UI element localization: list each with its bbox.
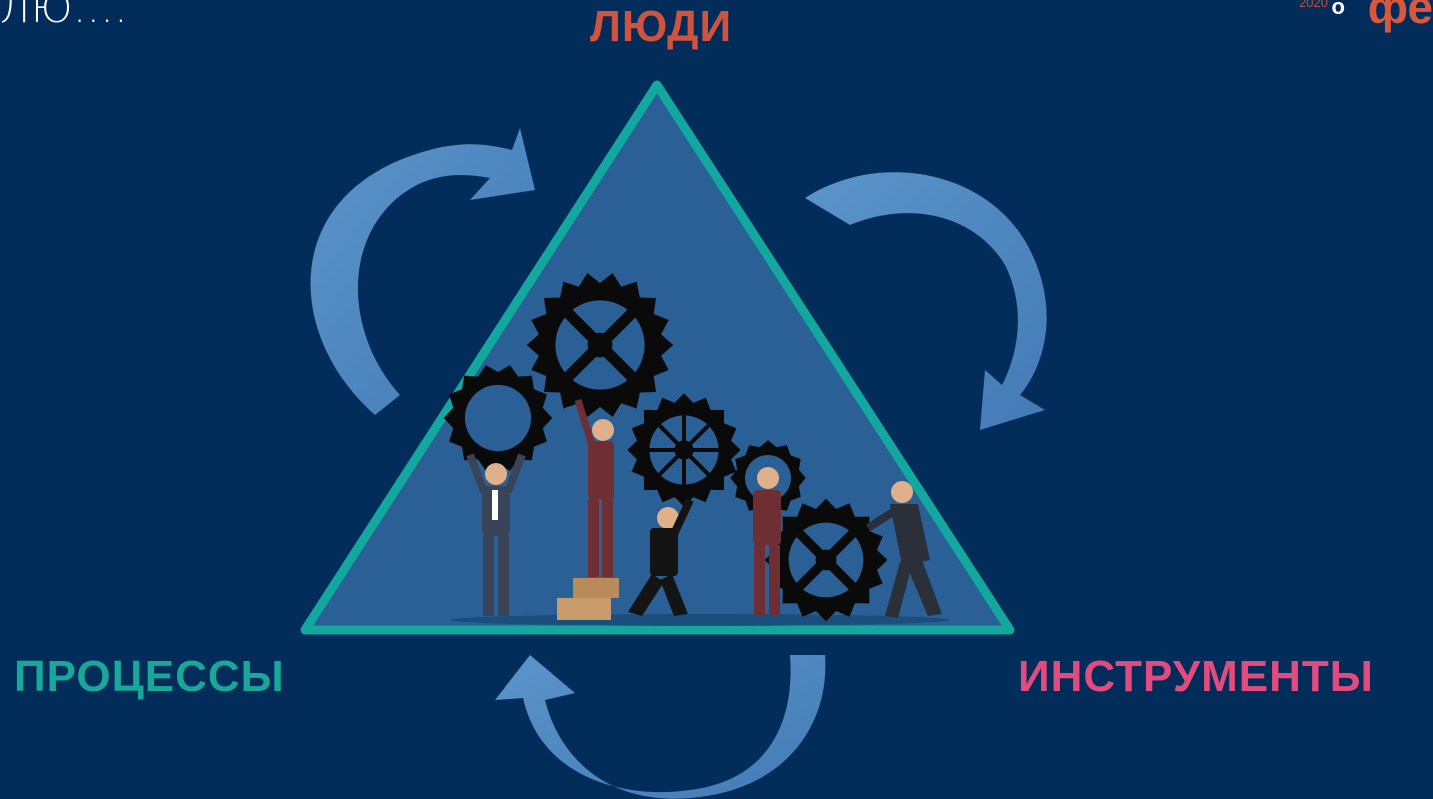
- ground-shadow: [450, 614, 950, 626]
- gear-icon: [443, 365, 553, 471]
- logo-text: фе: [1367, 0, 1433, 33]
- node-label-processes: ПРОЦЕССЫ: [14, 652, 285, 701]
- gear-icon: [443, 273, 888, 622]
- logo-mark: о: [1331, 0, 1345, 19]
- person-icon: [865, 481, 942, 618]
- node-label-tools: ИНСТРУМЕНТЫ: [1018, 652, 1374, 701]
- person-icon: [628, 498, 694, 616]
- cycle-arrow-icon: [805, 172, 1047, 430]
- gear-icon: [526, 273, 674, 417]
- slide-title-fragment: ЛЮ....: [0, 0, 129, 32]
- node-label-people: ЛЮДИ: [590, 2, 733, 51]
- gear-icon: [764, 498, 888, 622]
- logo-year: 2020: [1299, 0, 1328, 10]
- person-icon: [574, 398, 614, 577]
- person-icon: [466, 453, 526, 616]
- gear-icon: [627, 393, 741, 507]
- person-icon: [753, 467, 781, 615]
- box-icon: [557, 578, 619, 620]
- cycle-arrow-icon: [495, 655, 826, 799]
- cycle-arrow-icon: [310, 128, 535, 415]
